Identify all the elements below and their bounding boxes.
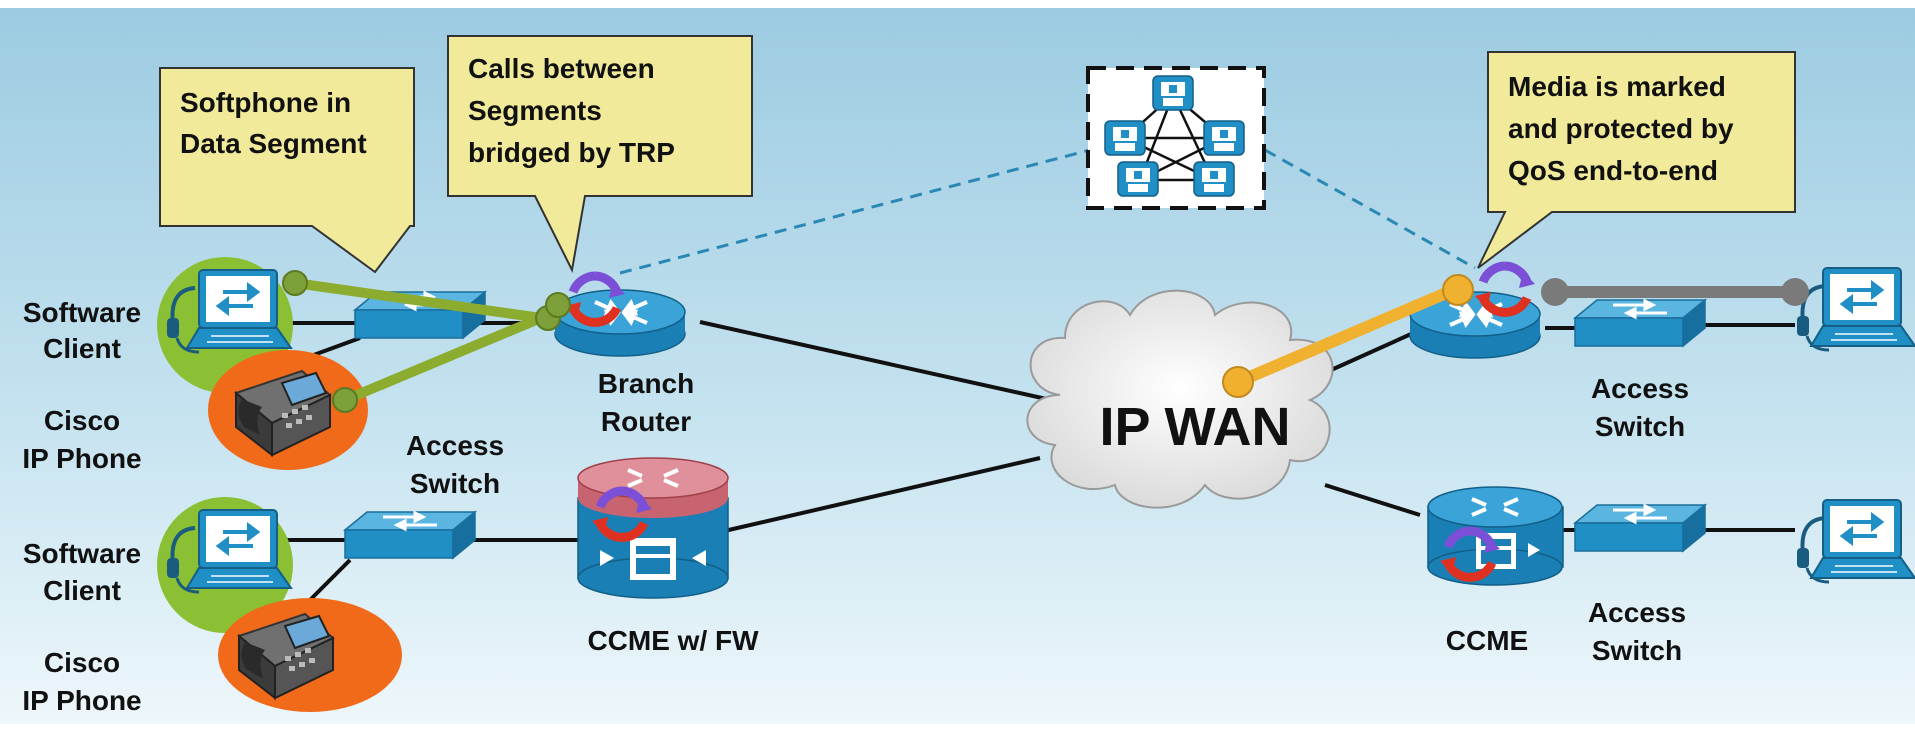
branch-router-icon[interactable] (553, 288, 687, 358)
access-switch-label: Access (1591, 373, 1689, 404)
callout-softphone: Softphone in Data Segment (159, 67, 415, 274)
access-switch-label: Switch (1592, 635, 1682, 666)
network-links (280, 320, 1795, 612)
media-endpoint-dot (282, 270, 308, 296)
callout-qos-line-3: QoS end-to-end (1508, 155, 1718, 186)
media-endpoint-dot (1541, 278, 1569, 306)
cisco-ip-phone-label: Cisco (44, 405, 120, 436)
branch-router-label: Branch (598, 368, 694, 399)
ip-wan-cloud (1026, 289, 1334, 509)
ip-wan-label: IP WAN (1099, 397, 1290, 457)
access-switch-icon[interactable] (1573, 503, 1707, 553)
cucm-cluster-box (1086, 66, 1266, 210)
callout-qos-line-1: Media is marked (1508, 71, 1726, 102)
access-switch-label: Switch (410, 468, 500, 499)
access-switch-label: Switch (1595, 411, 1685, 442)
access-switch-label: Access (406, 430, 504, 461)
callout-qos: Media is marked and protected by QoS end… (1477, 51, 1796, 269)
access-switch-icon[interactable] (343, 510, 477, 560)
media-endpoint-dot (1222, 366, 1254, 398)
media-endpoint-dot (1781, 278, 1809, 306)
branch-router-label: Router (601, 406, 691, 437)
callout-trp-line-3: bridged by TRP (468, 137, 675, 168)
media-endpoint-dot (332, 387, 358, 413)
media-endpoint-dot (1442, 274, 1474, 306)
access-switch-label: Access (1588, 597, 1686, 628)
cisco-ip-phone-label: IP Phone (22, 685, 141, 716)
callout-trp-line-1: Calls between (468, 53, 655, 84)
software-client-label: Client (43, 575, 121, 606)
callout-trp: Calls between Segments bridged by TRP (447, 35, 753, 274)
callout-trp-line-2: Segments (468, 95, 602, 126)
cisco-ip-phone-label: IP Phone (22, 443, 141, 474)
dashed-link-right (1264, 148, 1476, 270)
ccme-label: CCME (1446, 625, 1528, 656)
ccme-fw-label: CCME w/ FW (587, 625, 759, 656)
green-media-link (290, 278, 565, 405)
callout-softphone-line-2: Data Segment (180, 128, 367, 159)
callout-softphone-line-1: Softphone in (180, 87, 351, 118)
callout-qos-line-2: and protected by (1508, 113, 1734, 144)
software-client-label: Software (23, 297, 141, 328)
media-endpoint-dot (545, 292, 571, 318)
software-client-label: Client (43, 333, 121, 364)
software-client-label: Software (23, 538, 141, 569)
orange-media-link (1232, 282, 1464, 388)
dashed-link-left (619, 148, 1091, 275)
cisco-ip-phone-label: Cisco (44, 647, 120, 678)
access-switch-icon[interactable] (1573, 298, 1707, 348)
